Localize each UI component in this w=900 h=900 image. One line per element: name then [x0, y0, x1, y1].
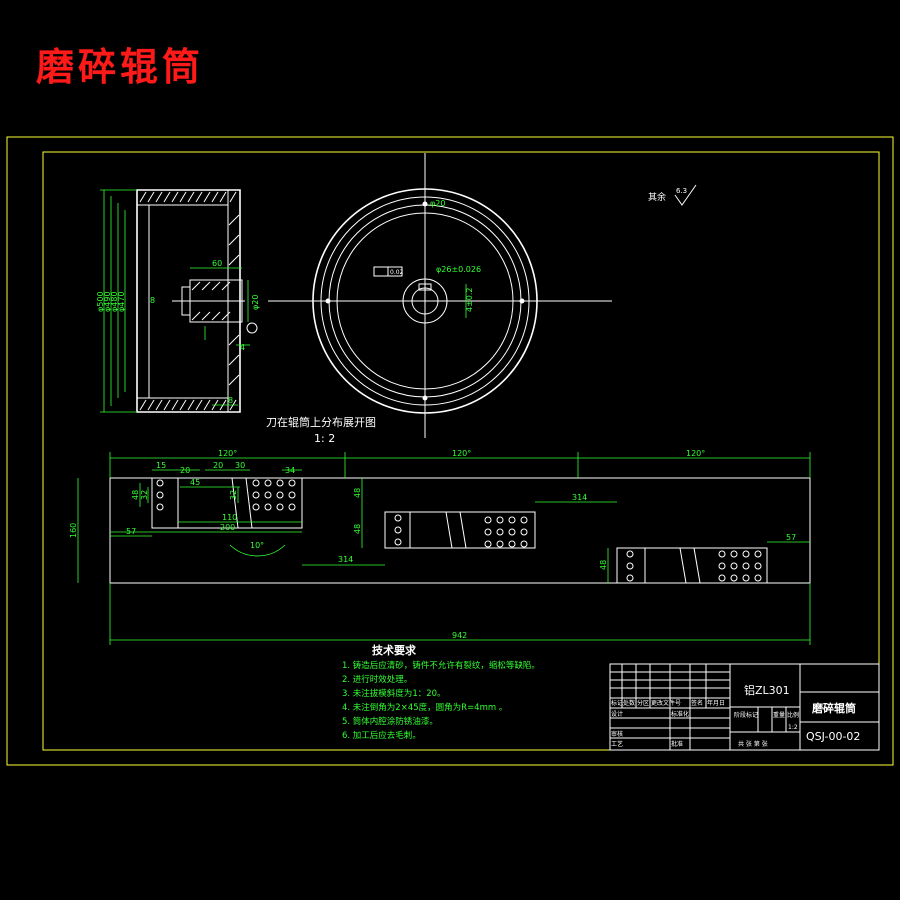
- dim-48-3: 48: [353, 524, 362, 534]
- angle-1: 120°: [218, 449, 237, 458]
- tb-h-6: 年月日: [707, 699, 725, 707]
- section-dim-small: φ20: [251, 295, 260, 310]
- section-dim-right-b: 8: [228, 396, 233, 405]
- dim-10deg: 10°: [250, 541, 264, 550]
- dim-48-4: 48: [599, 560, 608, 570]
- development-view: 120° 120° 120° 15 20 20 30 45 34 48 32 3…: [69, 449, 811, 645]
- roughness-symbol: 其余 6.3: [648, 184, 697, 206]
- section-dim-3: φ480: [110, 291, 119, 312]
- front-view: 0.02 φ26±0.026 4±0.2 φ20: [268, 153, 612, 438]
- tb-drawing-no: QSJ-00-02: [806, 730, 860, 743]
- tech-requirements: 技术要求 1. 铸造后应清砂，铸件不允许有裂纹，缩松等缺陷。 2. 进行时效处理…: [342, 643, 540, 741]
- title-block: 标记 处数 分区 更改文件号 签名 年月日 设计 标准化 审核 工艺 批准 铝Z…: [609, 663, 880, 751]
- section-dim-4: φ470: [117, 291, 126, 312]
- tb-stage: 阶段标记: [734, 711, 758, 719]
- dim-30: 30: [235, 461, 245, 470]
- dim-48-2: 48: [353, 488, 362, 498]
- section-dim-1: φ500: [96, 291, 105, 312]
- tb-approve: 批准: [671, 740, 683, 748]
- section-dim-hub-b: 8: [150, 296, 155, 305]
- dim-200: 200: [220, 523, 235, 532]
- key-dim-2: φ20: [430, 199, 445, 208]
- tb-sheets: 共 张 第 张: [738, 740, 768, 748]
- tech-item-1: 1. 铸造后应清砂，铸件不允许有裂纹，缩松等缺陷。: [342, 660, 540, 671]
- tb-h-5: 签名: [691, 699, 703, 707]
- tb-h-2: 处数: [623, 699, 635, 707]
- section-dim-hub: 60: [212, 259, 222, 268]
- tb-part-name: 磨碎辊筒: [811, 701, 856, 715]
- dim-110: 110: [222, 513, 237, 522]
- tb-designer: 设计: [611, 710, 623, 718]
- dim-32-2: 32: [229, 490, 238, 500]
- angle-2: 120°: [452, 449, 471, 458]
- page-title: 磨碎辊筒: [36, 44, 205, 89]
- tech-item-5: 5. 筒体内腔涂防锈油漆。: [342, 716, 438, 727]
- dim-45: 45: [190, 478, 200, 487]
- roughness-value: 6.3: [676, 187, 687, 195]
- tb-h-1: 标记: [611, 699, 623, 707]
- inner-frame: [42, 151, 880, 751]
- section-view: φ500 φ490 φ480 φ470 60 8 φ20 4 8: [96, 189, 260, 413]
- tech-item-2: 2. 进行时效处理。: [342, 674, 412, 685]
- tb-material: 铝ZL301: [744, 683, 790, 697]
- caption-line1: 刀在辊筒上分布展开图: [266, 415, 376, 429]
- dim-34: 34: [285, 466, 295, 475]
- dim-160: 160: [69, 523, 78, 538]
- dim-57-left: 57: [126, 527, 136, 536]
- tb-review: 审核: [611, 730, 623, 738]
- section-dim-2: φ490: [103, 291, 112, 312]
- tb-scale-label: 比例: [787, 711, 799, 719]
- tb-weight: 重量: [773, 711, 785, 719]
- dim-48-1: 48: [131, 490, 140, 500]
- caption-line2: 1: 2: [314, 432, 335, 445]
- dim-15: 15: [156, 461, 166, 470]
- bore-dim: φ26±0.026: [436, 265, 481, 274]
- tech-item-4: 4. 未注倒角为2×45度，圆角为R=4mm 。: [342, 702, 507, 713]
- dim-314-2: 314: [572, 493, 587, 502]
- section-dim-right-a: 4: [240, 343, 245, 352]
- dim-20b: 20: [213, 461, 223, 470]
- dim-57-right: 57: [786, 533, 796, 542]
- tech-item-6: 6. 加工后应去毛刺。: [342, 730, 421, 741]
- dim-20a: 20: [180, 466, 190, 475]
- dim-314-1: 314: [338, 555, 353, 564]
- roughness-label: 其余: [648, 191, 666, 203]
- tech-item-3: 3. 未注拔模斜度为1：20。: [342, 688, 446, 699]
- tb-process: 工艺: [611, 740, 623, 748]
- angle-3: 120°: [686, 449, 705, 458]
- tb-standard: 标准化: [671, 710, 689, 718]
- tb-h-4: 更改文件号: [651, 699, 681, 707]
- key-dim: 4±0.2: [465, 287, 474, 312]
- tech-heading: 技术要求: [372, 643, 417, 657]
- tb-h-3: 分区: [637, 699, 649, 707]
- ring-tolerance: 0.02: [390, 269, 404, 276]
- dim-32-1: 32: [140, 490, 149, 500]
- tb-scale: 1:2: [788, 724, 798, 731]
- outer-frame: [6, 136, 894, 766]
- dim-942: 942: [452, 631, 467, 640]
